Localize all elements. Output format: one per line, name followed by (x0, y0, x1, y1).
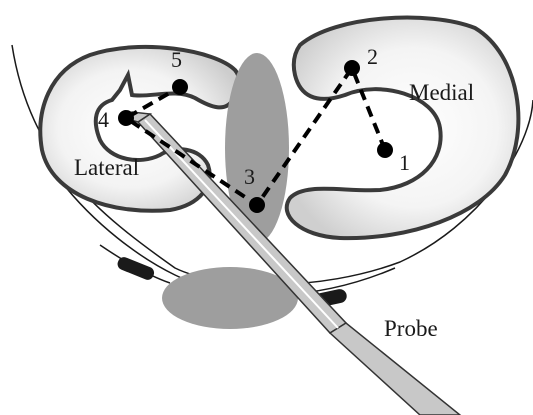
point-2 (344, 60, 360, 76)
point-3 (249, 197, 265, 213)
point-2-label: 2 (367, 44, 378, 69)
lateral-label: Lateral (74, 155, 139, 180)
left-portal-marker (116, 255, 156, 281)
point-4-label: 4 (98, 107, 109, 132)
point-5 (172, 79, 188, 95)
medial-label: Medial (409, 80, 474, 105)
point-1-label: 1 (399, 150, 410, 175)
point-1 (377, 142, 393, 158)
point-4 (118, 110, 134, 126)
point-5-label: 5 (171, 47, 182, 72)
medial-meniscus (287, 18, 519, 239)
probe-label: Probe (384, 316, 438, 341)
point-3-label: 3 (244, 164, 255, 189)
